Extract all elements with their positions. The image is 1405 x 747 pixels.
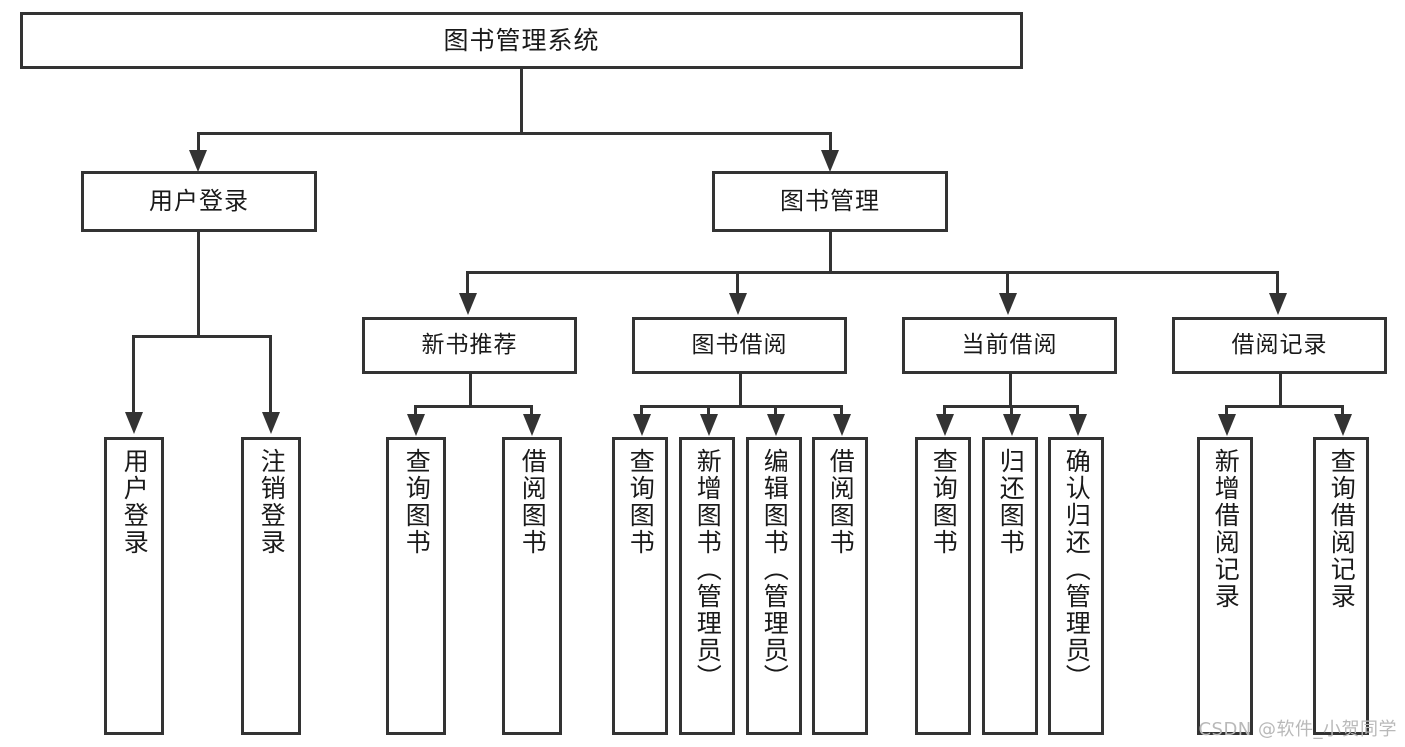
arrowhead-leaf-add-record — [1218, 414, 1236, 436]
node-user-login[interactable]: 用户登录 — [81, 171, 317, 232]
leaf-query-book-borrow[interactable]: 查询图书 — [612, 437, 668, 735]
edge-level3-drop-1 — [466, 271, 469, 296]
leaf-borrow-book[interactable]: 借阅图书 — [812, 437, 868, 735]
edge-level3-drop-3 — [1006, 271, 1009, 296]
leaf-edit-book-admin[interactable]: 编辑图书（管理员） — [746, 437, 802, 735]
node-new-book-recommend[interactable]: 新书推荐 — [362, 317, 577, 374]
leaf-query-book-recommend[interactable]: 查询图书 — [386, 437, 446, 735]
node-label: 查询图书 — [626, 448, 656, 556]
edge-level2-bar — [197, 132, 832, 135]
edge-root-stem — [520, 69, 523, 132]
edge-bb-drop-2 — [707, 405, 710, 417]
edge-nbr-drop-1 — [414, 405, 417, 417]
arrowhead-leaf-query-book-cb — [936, 414, 954, 436]
node-label: 借阅图书 — [518, 448, 548, 556]
arrowhead-leaf-add-book — [700, 414, 718, 436]
arrowhead-leaf-borrow-book-nbr — [523, 414, 541, 436]
arrowhead-leaf-return-book — [1003, 414, 1021, 436]
edge-cb-drop-2 — [1010, 405, 1013, 417]
edge-new-book-recommend-stem — [469, 374, 472, 405]
arrowhead-book-management — [821, 150, 839, 172]
edge-borrow-record-stem — [1279, 374, 1282, 405]
node-borrow-record[interactable]: 借阅记录 — [1172, 317, 1387, 374]
edge-user-login-leaf-bar — [132, 335, 272, 338]
edge-current-borrow-stem — [1009, 374, 1012, 405]
node-label: 用户登录 — [120, 448, 150, 556]
leaf-query-borrow-record[interactable]: 查询借阅记录 — [1313, 437, 1369, 735]
edge-borrow-record-bar — [1225, 405, 1344, 408]
node-label: 图书借阅 — [691, 331, 788, 358]
arrowhead-borrow-record — [1269, 293, 1287, 315]
leaf-borrow-book-recommend[interactable]: 借阅图书 — [502, 437, 562, 735]
arrowhead-user-login — [189, 150, 207, 172]
arrowhead-leaf-query-book-bb — [633, 414, 651, 436]
edge-cb-drop-3 — [1076, 405, 1079, 417]
edge-level3-bar — [466, 271, 1278, 274]
node-label: 归还图书 — [996, 448, 1026, 556]
node-label: 借阅图书 — [826, 448, 856, 556]
edge-user-login-leaf-drop-2 — [269, 335, 272, 415]
leaf-add-book-admin[interactable]: 新增图书（管理员） — [679, 437, 735, 735]
node-label: 查询借阅记录 — [1327, 448, 1357, 610]
leaf-query-book-current[interactable]: 查询图书 — [915, 437, 971, 735]
arrowhead-leaf-query-book-nbr — [407, 414, 425, 436]
leaf-confirm-return-admin[interactable]: 确认归还（管理员） — [1048, 437, 1104, 735]
node-book-management[interactable]: 图书管理 — [712, 171, 948, 232]
node-root-book-management-system[interactable]: 图书管理系统 — [20, 12, 1023, 69]
node-label: 新增借阅记录 — [1211, 448, 1241, 610]
edge-user-login-stem — [197, 232, 200, 335]
node-label: 图书管理系统 — [443, 25, 600, 55]
edge-br-drop-1 — [1225, 405, 1228, 417]
edge-bb-drop-3 — [774, 405, 777, 417]
arrowhead-new-book-recommend — [459, 293, 477, 315]
edge-bb-drop-4 — [840, 405, 843, 417]
edge-level2-drop-left — [197, 132, 200, 154]
edge-br-drop-2 — [1341, 405, 1344, 417]
arrowhead-leaf-user-login — [125, 412, 143, 434]
node-current-borrow[interactable]: 当前借阅 — [902, 317, 1117, 374]
node-label: 新增图书（管理员） — [693, 448, 723, 691]
node-label: 新书推荐 — [421, 331, 518, 358]
leaf-add-borrow-record[interactable]: 新增借阅记录 — [1197, 437, 1253, 735]
edge-book-management-stem — [829, 232, 832, 274]
node-label: 借阅记录 — [1231, 331, 1328, 358]
edge-level3-drop-4 — [1276, 271, 1279, 296]
arrowhead-leaf-borrow-book-bb — [833, 414, 851, 436]
leaf-user-login[interactable]: 用户登录 — [104, 437, 164, 735]
leaf-logout[interactable]: 注销登录 — [241, 437, 301, 735]
arrowhead-current-borrow — [999, 293, 1017, 315]
leaf-return-book[interactable]: 归还图书 — [982, 437, 1038, 735]
arrowhead-leaf-logout — [262, 412, 280, 434]
arrowhead-leaf-query-record — [1334, 414, 1352, 436]
edge-cb-drop-1 — [943, 405, 946, 417]
edge-level2-drop-right — [829, 132, 832, 154]
node-label: 查询图书 — [929, 448, 959, 556]
arrowhead-leaf-edit-book — [767, 414, 785, 436]
edge-new-book-recommend-bar — [414, 405, 533, 408]
node-label: 注销登录 — [257, 448, 287, 556]
node-label: 编辑图书（管理员） — [760, 448, 790, 691]
edge-bb-drop-1 — [640, 405, 643, 417]
edge-book-borrow-stem — [739, 374, 742, 405]
node-label: 用户登录 — [149, 187, 249, 216]
edge-book-borrow-bar — [640, 405, 843, 408]
arrowhead-leaf-confirm-return — [1069, 414, 1087, 436]
arrowhead-book-borrow — [729, 293, 747, 315]
node-label: 图书管理 — [780, 187, 880, 216]
node-book-borrow[interactable]: 图书借阅 — [632, 317, 847, 374]
edge-level3-drop-2 — [736, 271, 739, 296]
edge-nbr-drop-2 — [530, 405, 533, 417]
edge-user-login-leaf-drop-1 — [132, 335, 135, 415]
node-label: 确认归还（管理员） — [1062, 448, 1092, 691]
node-label: 查询图书 — [402, 448, 432, 556]
node-label: 当前借阅 — [961, 331, 1058, 358]
